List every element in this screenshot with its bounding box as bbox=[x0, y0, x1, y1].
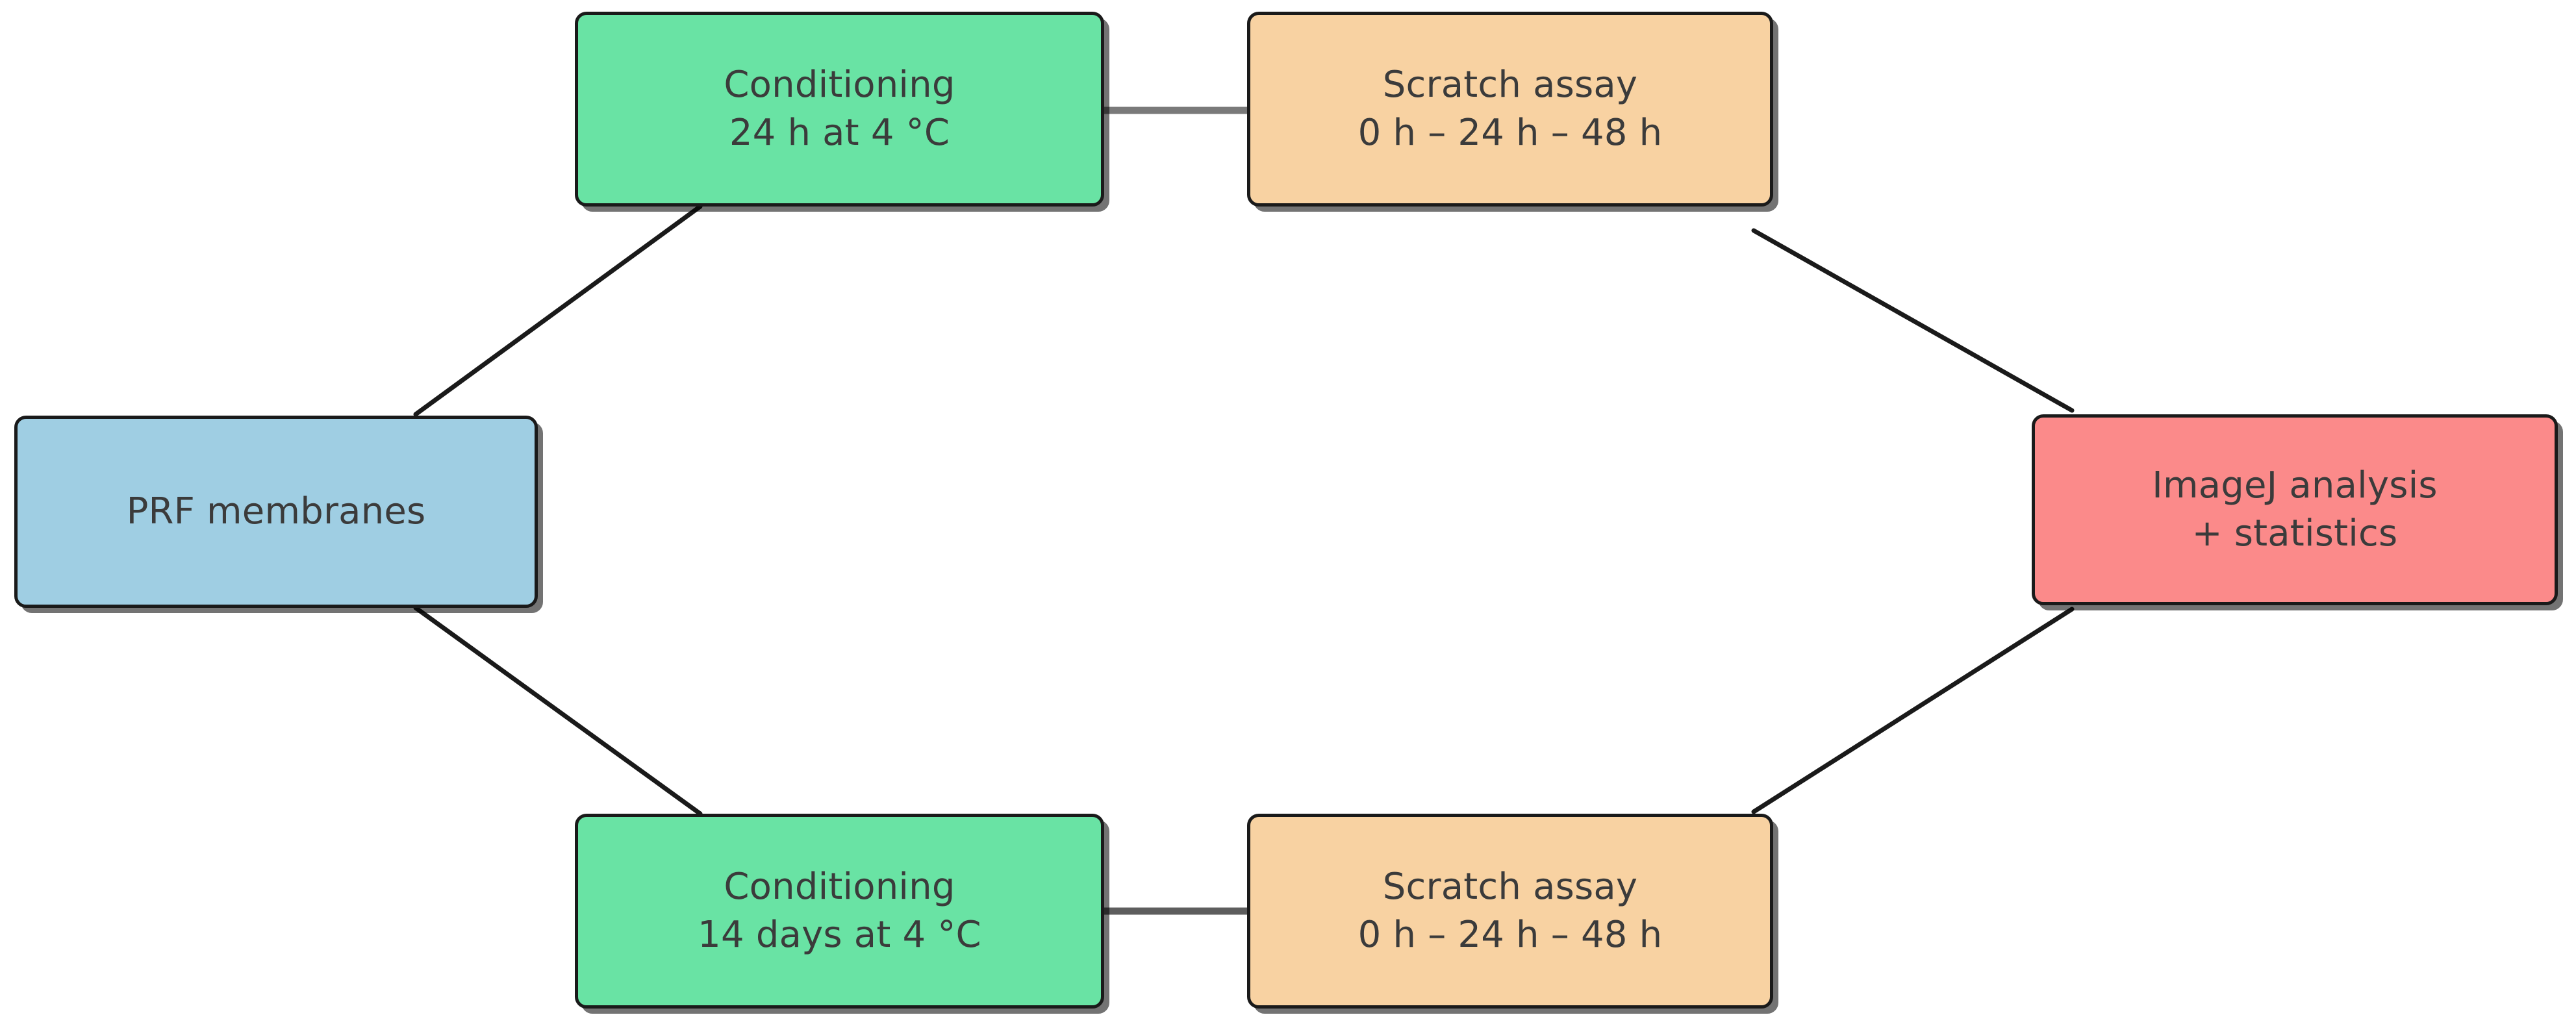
node-imagej-analysis-label-line2: + statistics bbox=[2191, 512, 2398, 555]
node-imagej-analysis-label-line1: ImageJ analysis bbox=[2152, 464, 2438, 507]
edge-prf-to-conditioning-14d bbox=[413, 605, 703, 816]
node-conditioning-24h-label-line2: 24 h at 4 °C bbox=[729, 112, 950, 154]
node-conditioning-14d[interactable]: Conditioning 14 days at 4 °C bbox=[575, 814, 1104, 1009]
node-scratch-assay-top-label-line1: Scratch assay bbox=[1382, 64, 1638, 107]
node-conditioning-24h[interactable]: Conditioning 24 h at 4 °C bbox=[575, 12, 1104, 207]
node-prf-membranes[interactable]: PRF membranes bbox=[14, 416, 538, 608]
node-scratch-assay-bottom[interactable]: Scratch assay 0 h – 24 h – 48 h bbox=[1247, 814, 1773, 1009]
node-conditioning-14d-label-line2: 14 days at 4 °C bbox=[698, 914, 981, 956]
node-prf-membranes-label-line1: PRF membranes bbox=[126, 490, 426, 533]
edge-scratch-bottom-to-imagej bbox=[1751, 607, 2075, 814]
node-imagej-analysis[interactable]: ImageJ analysis + statistics bbox=[2032, 414, 2558, 605]
node-scratch-assay-top-label-line2: 0 h – 24 h – 48 h bbox=[1357, 112, 1663, 154]
edge-scratch-top-to-imagej bbox=[1751, 228, 2075, 413]
node-scratch-assay-bottom-label-line1: Scratch assay bbox=[1382, 866, 1638, 909]
node-scratch-assay-top[interactable]: Scratch assay 0 h – 24 h – 48 h bbox=[1247, 12, 1773, 207]
edge-prf-to-conditioning-24h bbox=[413, 204, 703, 417]
node-conditioning-24h-label-line1: Conditioning bbox=[724, 64, 955, 107]
node-scratch-assay-bottom-label-line2: 0 h – 24 h – 48 h bbox=[1357, 914, 1663, 956]
node-conditioning-14d-label-line1: Conditioning bbox=[724, 866, 955, 909]
